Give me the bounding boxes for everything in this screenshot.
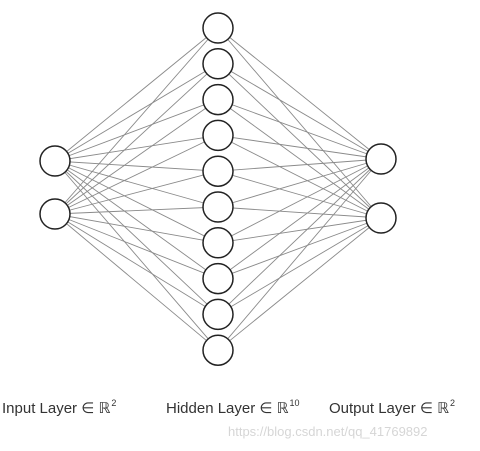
- edge-input-0-to-hidden-6: [54, 160, 219, 244]
- hidden-neuron-5: [202, 155, 234, 187]
- edge-input-0-to-hidden-4: [54, 160, 219, 172]
- hidden-neuron-9: [202, 298, 234, 331]
- hidden-neuron-7: [202, 227, 234, 259]
- hidden-neuron-3: [202, 83, 234, 116]
- edge-input-1-to-hidden-1: [54, 63, 219, 215]
- edge-input-0-to-hidden-7: [54, 160, 219, 279]
- output-neuron-1: [365, 143, 397, 175]
- hidden-neuron-6: [202, 191, 234, 223]
- edge-input-0-to-hidden-0: [54, 27, 219, 162]
- edge-hidden-0-to-output-0: [217, 27, 382, 160]
- edge-input-1-to-hidden-5: [54, 206, 219, 215]
- edge-hidden-9-to-output-1: [217, 217, 382, 351]
- connections: [54, 27, 382, 351]
- edge-hidden-1-to-output-1: [217, 63, 382, 219]
- watermark: https://blog.csdn.net/qq_41769892: [228, 424, 428, 439]
- edge-input-0-to-hidden-5: [54, 160, 219, 208]
- edge-hidden-9-to-output-0: [217, 158, 382, 351]
- neurons: [39, 12, 397, 366]
- edge-input-1-to-hidden-6: [54, 213, 219, 244]
- edge-input-0-to-hidden-2: [54, 99, 219, 162]
- edge-hidden-5-to-output-1: [217, 206, 382, 219]
- edge-hidden-2-to-output-1: [217, 99, 382, 219]
- edge-hidden-6-to-output-1: [217, 217, 382, 244]
- edge-input-1-to-hidden-3: [54, 134, 219, 215]
- edge-hidden-2-to-output-0: [217, 99, 382, 160]
- edge-hidden-5-to-output-0: [217, 158, 382, 208]
- edge-hidden-3-to-output-0: [217, 134, 382, 160]
- edge-input-1-to-hidden-8: [54, 213, 219, 315]
- edge-hidden-8-to-output-0: [217, 158, 382, 315]
- hidden-neuron-10: [202, 334, 234, 366]
- edge-input-1-to-hidden-9: [54, 213, 219, 351]
- input-neuron-1: [39, 145, 71, 177]
- hidden-neuron-1: [202, 12, 234, 44]
- edge-hidden-3-to-output-1: [217, 134, 382, 219]
- edge-input-1-to-hidden-2: [54, 99, 219, 215]
- output-neuron-2: [365, 202, 397, 234]
- edge-input-0-to-hidden-1: [54, 63, 219, 162]
- input-layer-label: Input Layer ∈ ℝ2: [2, 398, 117, 417]
- hidden-neuron-2: [202, 48, 234, 80]
- edge-hidden-7-to-output-0: [217, 158, 382, 279]
- edge-hidden-6-to-output-0: [217, 158, 382, 244]
- edge-hidden-7-to-output-1: [217, 217, 382, 280]
- edge-hidden-4-to-output-1: [217, 170, 382, 219]
- edge-input-1-to-hidden-4: [54, 170, 219, 215]
- hidden-layer-label: Hidden Layer ∈ ℝ10: [166, 398, 300, 417]
- edge-hidden-8-to-output-1: [217, 217, 382, 315]
- edge-input-0-to-hidden-9: [54, 160, 219, 351]
- input-neuron-2: [39, 198, 71, 230]
- edge-hidden-1-to-output-0: [217, 63, 382, 160]
- edge-hidden-0-to-output-1: [217, 27, 382, 219]
- edge-input-1-to-hidden-7: [54, 213, 219, 280]
- edge-input-1-to-hidden-0: [54, 27, 219, 215]
- edge-input-0-to-hidden-3: [54, 134, 219, 162]
- hidden-neuron-8: [202, 262, 234, 295]
- edge-input-0-to-hidden-8: [54, 160, 219, 315]
- edge-hidden-4-to-output-0: [217, 158, 382, 172]
- output-layer-label: Output Layer ∈ ℝ2: [329, 398, 456, 417]
- hidden-neuron-4: [202, 119, 234, 152]
